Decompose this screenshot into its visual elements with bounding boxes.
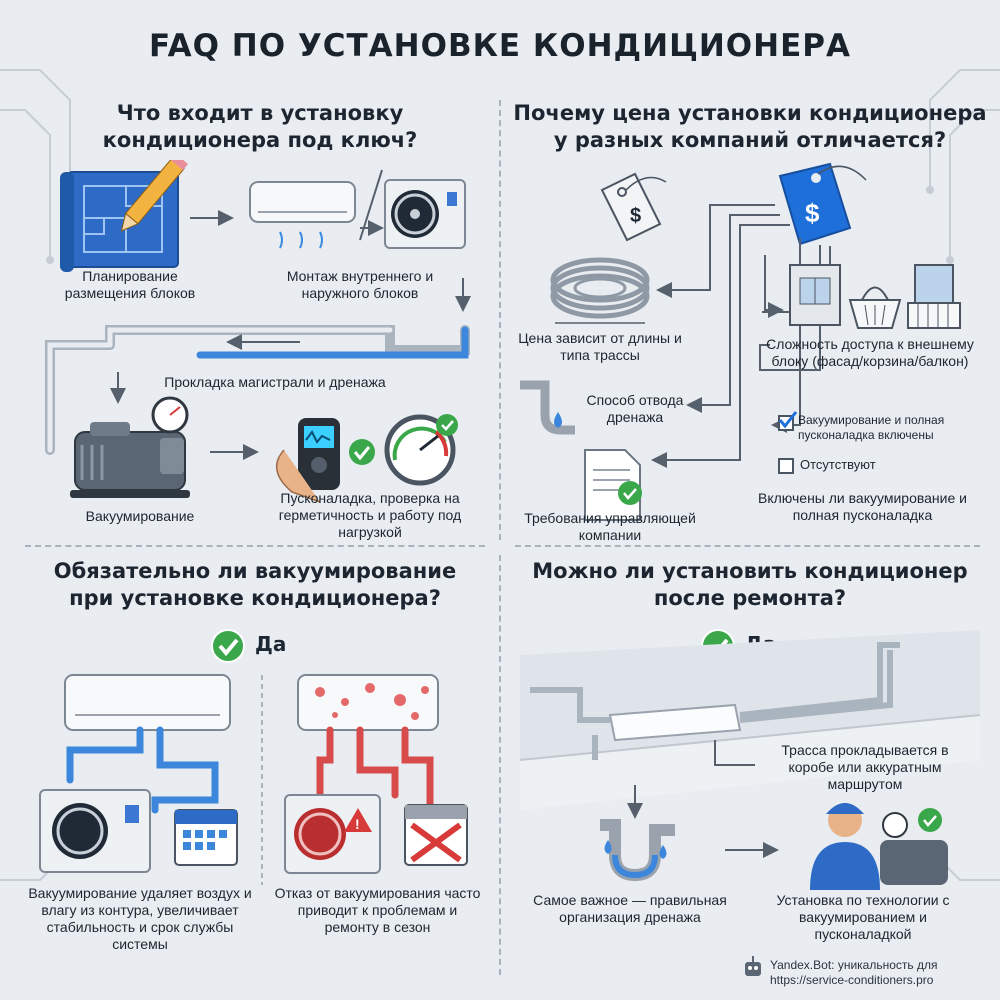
- q2-option-absent[interactable]: Отсутствуют: [778, 457, 876, 474]
- q1-step5-label: Пусконаладка, проверка на герметичность …: [278, 490, 462, 540]
- price-tag-large-icon: [778, 162, 867, 246]
- q2-option-included[interactable]: Вакуумирование и полная пусконаладка вкл…: [778, 411, 983, 443]
- divider-vertical-bottom: [499, 555, 501, 975]
- outdoor-unit-icon: [39, 789, 151, 873]
- q3-heading: Обязательно ли вакуумирование при устано…: [30, 558, 480, 612]
- pencil-icon: [120, 160, 189, 232]
- q2-factor-route: Цена зависит от длины и типа трассы: [518, 330, 682, 363]
- q2-option-included-label: Вакуумирование и полная пусконаладка вкл…: [798, 413, 945, 442]
- basket-icon: [848, 286, 902, 329]
- cable-duct-icon: [530, 642, 900, 760]
- drain-siphon-icon: [600, 819, 675, 882]
- q2-heading-line1: Почему цена установки кондиционера: [513, 101, 987, 125]
- q1-step1-label: Планирование размещения блоков: [64, 268, 196, 301]
- water-drop-icon: [604, 840, 612, 854]
- leak-tester-icon: [275, 418, 340, 503]
- water-drop-icon: [659, 845, 667, 859]
- footer: Yandex.Bot: уникальность для https://ser…: [770, 958, 937, 988]
- q4-heading: Можно ли установить кондиционер после ре…: [510, 558, 990, 612]
- q4-heading-line2: после ремонта?: [653, 586, 847, 610]
- q3-answer: Да: [255, 632, 287, 656]
- balcony-icon: [907, 264, 961, 329]
- q2-option-absent-label: Отсутствуют: [800, 457, 876, 472]
- svg-text:!: !: [355, 816, 360, 832]
- divider-horizontal-right: [515, 545, 980, 547]
- calendar-crossed-icon: [404, 804, 468, 866]
- q1-step4-label: Вакуумирование: [85, 508, 195, 524]
- q3-good-text: Вакуумирование удаляет воздух и влагу из…: [28, 885, 252, 952]
- q4-heading-line1: Можно ли установить кондиционер: [532, 559, 968, 583]
- divider-horizontal-left: [25, 545, 485, 547]
- pipe-coil-icon: [550, 257, 650, 324]
- page-title: FAQ ПО УСТАНОВКЕ КОНДИЦИОНЕРА: [149, 28, 851, 64]
- divider-vertical-top: [499, 100, 501, 540]
- pressure-gauge-icon: [384, 414, 458, 486]
- q4-illustration: [519, 630, 981, 890]
- pipe-route-icon: [45, 325, 470, 455]
- q1-step3-label: Прокладка магистрали и дренажа: [164, 374, 386, 390]
- q2-heading: Почему цена установки кондиционера у раз…: [510, 100, 990, 154]
- q1-step2-label: Монтаж внутреннего и наружного блоков: [286, 268, 434, 301]
- vacuum-pump-icon: [70, 396, 190, 498]
- outdoor-unit-icon: [384, 179, 466, 249]
- outdoor-unit-damaged-icon: !: [284, 794, 381, 874]
- q1-heading-line1: Что входит в установку: [116, 101, 404, 125]
- q2-factor-included: Включены ли вакуумирование и полная пуск…: [758, 490, 967, 523]
- q2-heading-line2: у разных компаний отличается?: [553, 128, 947, 152]
- q4-drain-text: Самое важное — правильная организация др…: [533, 892, 727, 925]
- q1-illustration: [45, 160, 471, 503]
- calendar-icon: [174, 809, 238, 866]
- checkmark-icon: [778, 411, 798, 429]
- checkbox-unchecked[interactable]: [778, 457, 794, 474]
- q3-heading-line1: Обязательно ли вакуумирование: [53, 559, 457, 583]
- q4-tech-text: Установка по технологии с вакуумирование…: [776, 892, 950, 942]
- q2-factor-requirements: Требования управляющей компании: [524, 510, 696, 543]
- q2-illustration: $ $: [520, 162, 961, 521]
- check-icon: [349, 439, 375, 465]
- drain-icon: [520, 380, 575, 435]
- indoor-unit-icon: [64, 674, 231, 731]
- q1-heading: Что входит в установку кондиционера под …: [40, 100, 480, 154]
- q2-factor-access: Сложность доступа к внешнему блоку (фаса…: [766, 336, 974, 369]
- document-icon: [584, 449, 642, 521]
- q2-factor-drain: Способ отвода дренажа: [586, 392, 684, 425]
- q3-bad-text: Отказ от вакуумирования часто приводит к…: [274, 885, 481, 935]
- facade-icon: [789, 264, 841, 326]
- price-symbol-small: $: [630, 205, 641, 227]
- q3-illustration: !: [39, 674, 468, 885]
- q1-heading-line2: кондиционера под ключ?: [102, 128, 418, 152]
- price-symbol-large: $: [805, 198, 820, 228]
- q4-route-text: Трасса прокладывается в коробе или аккур…: [781, 742, 949, 792]
- footer-line1: Yandex.Bot: уникальность для: [770, 958, 938, 972]
- q3-heading-line2: при установке кондиционера?: [69, 586, 441, 610]
- footer-url[interactable]: https://service-conditioners.pro: [770, 973, 934, 987]
- indoor-unit-icon: [249, 181, 356, 249]
- price-tag-small-icon: [600, 172, 667, 242]
- robot-icon: [745, 956, 761, 976]
- check-icon: [211, 629, 245, 663]
- vacuum-pump-icon: [880, 808, 948, 885]
- indoor-unit-contaminated-icon: [297, 674, 439, 731]
- technician-icon: [810, 803, 880, 890]
